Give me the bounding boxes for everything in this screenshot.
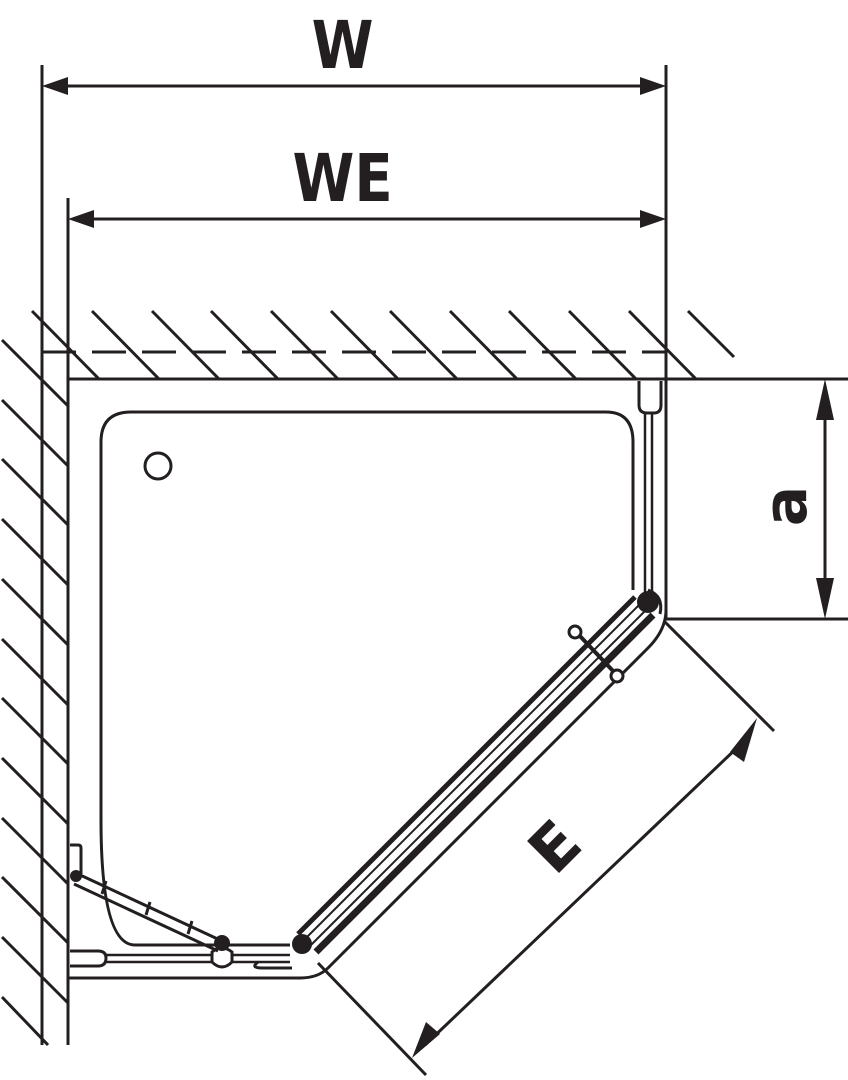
label-a: a xyxy=(751,486,821,527)
fixed-side-panel-right xyxy=(637,381,663,615)
label-we: WE xyxy=(292,141,392,218)
dimension-we: WE xyxy=(66,141,666,1045)
shower-tray xyxy=(68,410,668,980)
label-e: E xyxy=(514,806,596,888)
label-w: W xyxy=(312,8,374,85)
dimension-a: a xyxy=(666,379,848,621)
wall-left xyxy=(0,338,70,1047)
diagonal-door xyxy=(292,595,656,955)
drain-icon xyxy=(143,451,173,481)
folding-panel-left xyxy=(70,843,292,970)
wall-top xyxy=(30,309,848,381)
door-handle-icon xyxy=(567,624,625,684)
